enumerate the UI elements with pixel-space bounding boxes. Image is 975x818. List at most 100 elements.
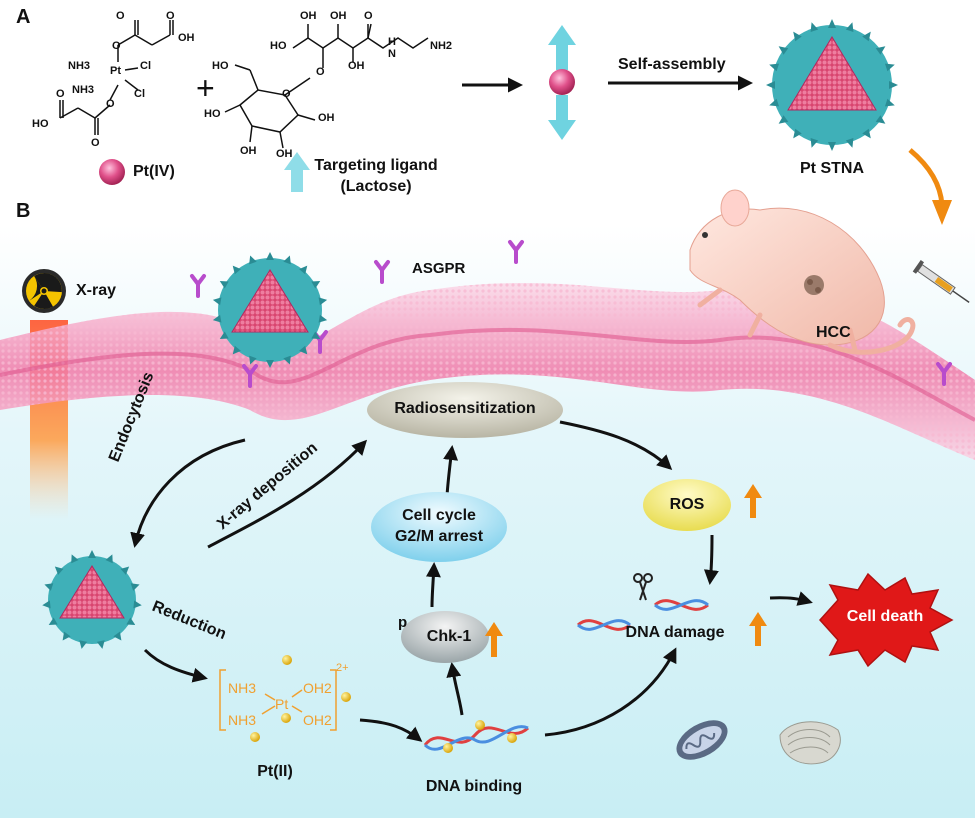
pt-stna-nanoparticle xyxy=(766,19,898,151)
chk1-label: Chk-1 xyxy=(426,628,472,645)
chem-n: N xyxy=(388,48,396,60)
chem-oh2: OH2 xyxy=(303,680,332,696)
mouse-ear xyxy=(720,189,750,227)
ros-node xyxy=(643,479,731,531)
chem-o: O xyxy=(166,10,175,22)
pt-atom xyxy=(341,692,351,702)
chem-oh: OH xyxy=(318,112,335,124)
chem-cl: Cl xyxy=(134,88,145,100)
targeting-ligand-label: Targeting ligand xyxy=(314,157,438,174)
syringe-icon xyxy=(912,259,970,304)
chk1-node xyxy=(401,611,489,663)
mitochondrion-icon xyxy=(676,720,728,760)
chem-ho: HO xyxy=(212,60,229,72)
chem-ho: HO xyxy=(32,118,49,130)
pt-atom xyxy=(507,733,517,743)
nanoparticle-cytoplasm xyxy=(42,550,142,649)
chem-o: O xyxy=(56,88,65,100)
chem-nh3: NH3 xyxy=(228,680,257,696)
g2m-arrest-label: G2/M arrest xyxy=(394,528,484,545)
cell-cycle-label: Cell cycle xyxy=(402,507,476,524)
phospho-label: p xyxy=(398,614,408,631)
chem-oh: OH xyxy=(276,148,293,160)
chem-o: O xyxy=(316,66,325,78)
lactose-structure xyxy=(224,23,429,149)
arrow-to-dna xyxy=(359,718,423,742)
chem-nh3: NH3 xyxy=(72,84,95,96)
pt-stna-label: Pt STNA xyxy=(800,160,864,177)
chem-oh: OH xyxy=(240,145,257,157)
arrow-endocytosis xyxy=(130,438,246,548)
cell-death-burst xyxy=(818,572,954,668)
chem-o: O xyxy=(116,10,125,22)
pt-ii-label: Pt(II) xyxy=(257,763,293,780)
arrow-cellcycle-to-radio xyxy=(443,445,459,497)
xray-label: X-ray xyxy=(76,282,117,299)
golgi-icon xyxy=(779,721,841,765)
dna-binding-label: DNA binding xyxy=(425,778,523,795)
up-arrow-chk1 xyxy=(485,622,503,657)
chem-oh: OH xyxy=(348,60,365,72)
pt-iv-label: Pt(IV) xyxy=(133,163,175,180)
self-assembly-label: Self-assembly xyxy=(618,56,726,73)
arrow-damage-to-death xyxy=(769,591,813,606)
chem-o: O xyxy=(112,40,121,52)
panel-label-b: B xyxy=(16,200,31,222)
chem-pt: Pt xyxy=(275,696,289,712)
tumor xyxy=(804,275,824,295)
targeting-ligand-arrow xyxy=(284,152,310,192)
chem-o: O xyxy=(106,98,115,110)
dna-damage-label: DNA damage xyxy=(625,624,725,641)
cell-cycle-node xyxy=(371,492,507,562)
chem-oh2: OH2 xyxy=(303,712,332,728)
arrow-dna-to-damage xyxy=(544,647,677,737)
arrow-dna-to-chk xyxy=(446,662,464,716)
arrow-radio-to-ros xyxy=(559,420,673,471)
dna-damage-helix xyxy=(577,599,709,631)
nanoparticle-membrane xyxy=(212,252,328,368)
panel-label-a: A xyxy=(16,6,31,28)
arrow-xray-deposition xyxy=(207,439,368,549)
pt-ligand-unit xyxy=(548,25,576,140)
asgpr-label: ASGPR xyxy=(412,260,466,277)
lactose-label: (Lactose) xyxy=(340,178,412,195)
pt-atom xyxy=(281,713,291,723)
chem-nh2: NH2 xyxy=(430,40,453,52)
chem-nh3: NH3 xyxy=(228,712,257,728)
chem-o: O xyxy=(282,88,291,100)
radiosensitization-node xyxy=(367,382,563,438)
cell-death-label: Cell death xyxy=(846,608,924,625)
pt-atom xyxy=(475,720,485,730)
chem-pt: Pt xyxy=(110,65,121,77)
asgpr-receptors xyxy=(190,240,952,388)
pt-atom xyxy=(282,655,292,665)
chem-ho: HO xyxy=(270,40,287,52)
arrow-ros-to-damage xyxy=(703,534,719,585)
plus-sign: + xyxy=(196,70,215,106)
charge-label: 2+ xyxy=(336,662,349,674)
pt-iv-structure xyxy=(59,20,174,135)
chem-h: H xyxy=(388,36,396,48)
up-arrow-dna-damage xyxy=(749,612,767,646)
chem-oh: OH xyxy=(300,10,317,22)
mouse-eye xyxy=(702,232,708,238)
chem-oh: OH xyxy=(330,10,347,22)
chem-cl: Cl xyxy=(140,60,151,72)
pt-iv-legend-sphere xyxy=(99,159,125,185)
chem-o: O xyxy=(91,137,100,149)
ros-label: ROS xyxy=(669,496,705,513)
radiosensitization-label: Radiosensitization xyxy=(394,400,536,417)
up-arrow-ros xyxy=(744,484,762,518)
radiation-icon xyxy=(22,269,66,313)
chem-nh3: NH3 xyxy=(68,60,91,72)
arrow-chk-to-cellcycle xyxy=(425,562,441,608)
pt-ii-structure xyxy=(219,669,337,731)
chem-ho: HO xyxy=(204,108,221,120)
arrow-reduction xyxy=(143,648,208,683)
mouse-illustration xyxy=(689,189,916,355)
hcc-label: HCC xyxy=(816,324,851,341)
chem-oh: OH xyxy=(178,32,195,44)
pt-atom xyxy=(443,743,453,753)
chem-o: O xyxy=(364,10,373,22)
